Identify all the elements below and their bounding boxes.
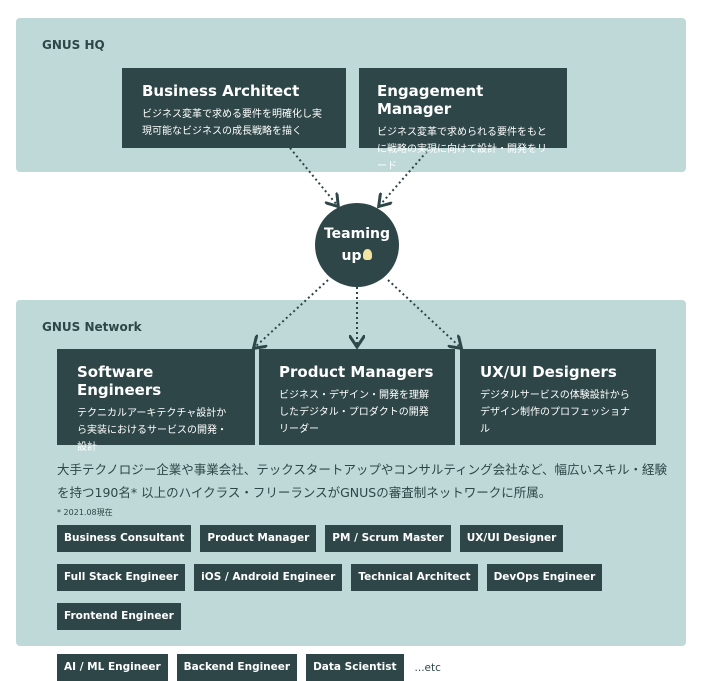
up-text: up	[341, 248, 362, 264]
role-title: UX/UI Designers	[480, 363, 617, 381]
skill-tag: iOS / Android Engineer	[194, 564, 343, 591]
lightbulb-icon	[363, 249, 373, 260]
role-card-engagement-manager: Engagement Manager ビジネス変革で求められる要件をもとに戦略の実…	[359, 68, 567, 172]
skill-tag: Backend Engineer	[176, 654, 298, 681]
footnote: * 2021.08現在	[57, 508, 113, 517]
teaming-up-circle: Teaming up	[315, 203, 399, 287]
etc-text: ...etc	[414, 661, 441, 674]
role-card-product-managers: Product Managers ビジネス・デザイン・開発を理解したデジタル・プロ…	[259, 349, 455, 445]
network-label: GNUS Network	[42, 320, 142, 334]
role-title: Software Engineers	[77, 363, 162, 399]
skill-tags: Business Consultant Product Manager PM /…	[57, 525, 667, 681]
role-desc: ビジネス変革で求める要件を明確化し実現可能なビジネスの成長戦略を描く	[142, 109, 322, 137]
skill-tag: Technical Architect	[351, 564, 478, 591]
role-title: Product Managers	[279, 363, 434, 381]
role-desc: ビジネス・デザイン・開発を理解したデジタル・プロダクトの開発リーダー	[279, 390, 429, 435]
skill-tag: DevOps Engineer	[486, 564, 603, 591]
network-description: 大手テクノロジー企業や事業会社、テックスタートアップやコンサルティング会社など、…	[57, 462, 668, 500]
skill-tag: PM / Scrum Master	[325, 525, 451, 552]
role-card-software-engineers: Software Engineers テクニカルアーキテクチャ設計から実装における…	[57, 349, 255, 453]
skill-tag: AI / ML Engineer	[57, 654, 168, 681]
skill-tag: Business Consultant	[57, 525, 192, 552]
skill-tag: Full Stack Engineer	[57, 564, 186, 591]
role-title: Business Architect	[142, 82, 300, 100]
role-desc: テクニカルアーキテクチャ設計から実装におけるサービスの開発・設計	[77, 408, 227, 453]
connector-arrows	[0, 147, 716, 662]
role-desc: デジタルサービスの体験設計からデザイン制作のプロフェッショナル	[480, 390, 630, 435]
role-card-ux-ui-designers: UX/UI Designers デジタルサービスの体験設計からデザイン制作のプロフ…	[460, 349, 656, 445]
role-title: Engagement Manager	[377, 82, 484, 118]
skill-tag: Frontend Engineer	[57, 603, 181, 630]
skill-tag: Data Scientist	[306, 654, 404, 681]
hq-label: GNUS HQ	[42, 38, 105, 52]
role-desc: ビジネス変革で求められる要件をもとに戦略の実現に向けて設計・開発をリード	[377, 127, 547, 172]
skill-tag: UX/UI Designer	[459, 525, 564, 552]
role-card-business-architect: Business Architect ビジネス変革で求める要件を明確化し実現可能な…	[122, 68, 346, 148]
teaming-text: Teaming	[323, 226, 390, 242]
skill-tag: Product Manager	[200, 525, 317, 552]
